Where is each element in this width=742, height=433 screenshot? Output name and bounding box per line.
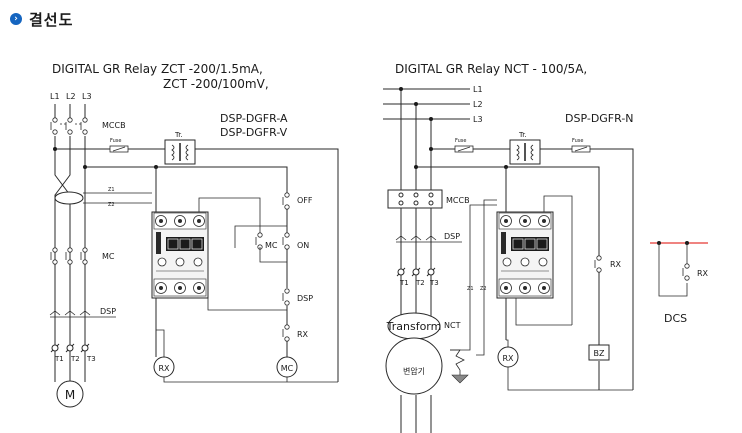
motor-icon xyxy=(56,380,84,408)
left-rx-coil-label: RX xyxy=(158,364,170,373)
left-diagram: DIGITAL GR Relay ZCT -200/1.5mA, ZCT -20… xyxy=(49,62,339,408)
dcs-rx-contact xyxy=(682,263,690,281)
section-title: 결선도 xyxy=(29,10,74,29)
right-t1-label: T1 xyxy=(399,279,409,287)
dcs-loop xyxy=(658,243,688,297)
busbar-lines xyxy=(383,88,470,120)
dsp-contact-label: DSP xyxy=(297,294,313,303)
left-z1-label: Z1 xyxy=(108,187,115,193)
mc-hold-contact xyxy=(255,232,263,250)
dsp-sensor xyxy=(49,310,116,318)
control-circuit-line xyxy=(85,166,288,357)
transformer-unit xyxy=(385,337,443,395)
right-title: DIGITAL GR Relay NCT - 100/5A, xyxy=(395,62,587,76)
transformer-kr-label: 변압기 xyxy=(403,366,425,376)
right-dsp-label: DSP xyxy=(444,232,460,241)
control-feed-line xyxy=(55,148,339,382)
chevron-right-circle-icon: › xyxy=(10,13,22,25)
section-heading: › 결선도 xyxy=(10,8,73,30)
right-l1-label: L1 xyxy=(473,85,483,94)
motor-label: M xyxy=(65,388,75,402)
right-tr-label: Tr. xyxy=(518,131,527,139)
ground-fault-relay xyxy=(151,211,209,299)
off-switch xyxy=(282,192,290,210)
left-fuse-label: Fuse xyxy=(110,138,121,144)
right-dsp-sensor xyxy=(395,235,462,243)
right-mccb-label: MCCB xyxy=(446,196,470,205)
fuse-icon xyxy=(454,145,474,153)
left-title-line1: DIGITAL GR Relay ZCT -200/1.5mA, xyxy=(52,62,263,76)
terminal-block xyxy=(50,343,90,353)
phase-conductors xyxy=(54,104,86,382)
right-l3-label: L3 xyxy=(473,115,483,124)
bz-label: BZ xyxy=(594,349,605,358)
left-tr-label: Tr. xyxy=(174,131,183,139)
right-diagram: DIGITAL GR Relay NCT - 100/5A, DSP-DGFR-… xyxy=(383,62,709,433)
zct-sensor xyxy=(54,191,84,205)
left-model-a: DSP-DGFR-A xyxy=(220,112,288,125)
right-fuse-label-2: Fuse xyxy=(572,138,583,144)
right-control-circuit xyxy=(416,166,600,390)
phase-label-l3: L3 xyxy=(82,92,92,101)
left-model-v: DSP-DGFR-V xyxy=(220,126,288,139)
right-rx-contact xyxy=(594,255,602,273)
transformer-icon xyxy=(164,139,196,165)
mccb-breaker xyxy=(50,117,88,135)
fuse-icon xyxy=(109,145,129,153)
off-label: OFF xyxy=(297,196,313,205)
transform-label: Transform xyxy=(386,320,442,333)
right-t2-label: T2 xyxy=(415,279,425,287)
nct-secondary-wiring xyxy=(450,199,497,356)
left-z2-label: Z2 xyxy=(108,202,115,208)
dcs-label: DCS xyxy=(664,312,687,325)
left-t3-label: T3 xyxy=(86,355,96,363)
left-title-line2: ZCT -200/100mV, xyxy=(163,77,269,91)
right-control-feed xyxy=(431,148,634,390)
right-rx-contact-label: RX xyxy=(610,260,622,269)
right-z1-label: Z1 xyxy=(467,286,474,292)
mc-contactor xyxy=(50,247,88,265)
buzzer-icon xyxy=(588,344,610,361)
dsp-contact xyxy=(282,288,290,306)
on-label: ON xyxy=(297,241,309,250)
left-dsp-label: DSP xyxy=(100,307,116,316)
right-ground-fault-relay xyxy=(496,211,554,299)
dcs-rx-label: RX xyxy=(697,269,709,278)
right-model: DSP-DGFR-N xyxy=(565,112,634,125)
right-l2-label: L2 xyxy=(473,100,483,109)
phase-label-l1: L1 xyxy=(50,92,60,101)
mc-coil-label: MC xyxy=(281,364,294,373)
right-fuse-label-1: Fuse xyxy=(455,138,466,144)
left-t1-label: T1 xyxy=(54,355,64,363)
mc-label: MC xyxy=(102,252,115,261)
ground-icon xyxy=(451,374,469,384)
transformer-icon xyxy=(509,139,541,165)
right-terminal-block xyxy=(396,267,436,277)
rx-contact-label: RX xyxy=(297,330,309,339)
mccb-label: MCCB xyxy=(102,121,126,130)
right-t3-label: T3 xyxy=(429,279,439,287)
phase-label-l2: L2 xyxy=(66,92,76,101)
on-switch xyxy=(282,232,290,250)
right-mccb-breaker xyxy=(387,189,443,209)
left-t2-label: T2 xyxy=(70,355,80,363)
relay-output-wiring xyxy=(198,197,287,311)
nct-label: NCT xyxy=(444,321,461,330)
right-rx-coil-label: RX xyxy=(502,354,514,363)
feeder-conductors xyxy=(400,89,432,433)
rx-contact xyxy=(282,324,290,342)
mc-contact-label: MC xyxy=(265,241,278,250)
right-relay-output xyxy=(515,195,573,326)
fuse-icon xyxy=(571,145,591,153)
right-z2-label: Z2 xyxy=(480,286,487,292)
